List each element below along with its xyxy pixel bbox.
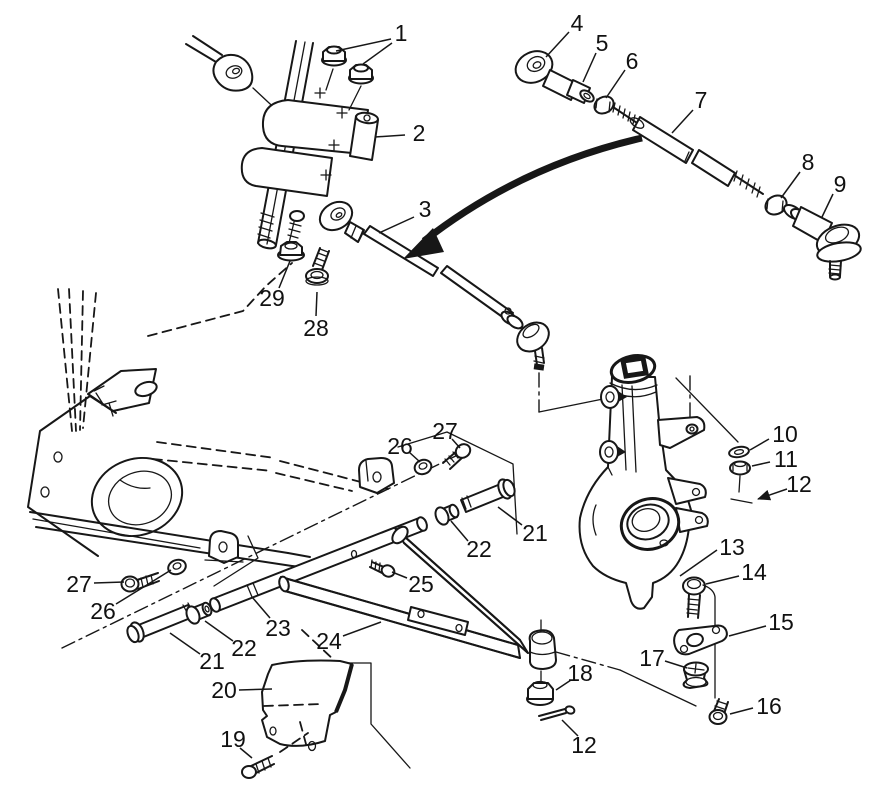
callout-leader-24 (342, 621, 382, 637)
callout-label-18-17: 18 (567, 660, 593, 686)
callout-label-26-26: 26 (90, 598, 116, 624)
callout-label-21-21: 21 (199, 648, 225, 674)
callout-label-11-10: 11 (774, 446, 798, 472)
steering-knuckle (578, 353, 739, 610)
outer-tie-rod-parts (514, 50, 862, 281)
callout-leader-12 (561, 719, 579, 737)
callout-label-19-19: 19 (220, 726, 246, 752)
callout-leader-13 (679, 549, 718, 577)
callout-label-22-22: 22 (231, 635, 257, 661)
steering-column (185, 35, 314, 250)
callout-leader-6 (605, 69, 626, 99)
callout-leader-27 (451, 438, 461, 449)
callout-label-1-0: 1 (395, 20, 408, 46)
callout-leader-3 (378, 216, 415, 234)
callout-leader-11 (751, 461, 771, 467)
callout-leader-16 (729, 707, 754, 715)
callout-label-8-7: 8 (802, 149, 815, 175)
callout-leader-5 (582, 52, 597, 83)
callout-leader-22 (204, 620, 234, 642)
callout-leader-4 (545, 31, 570, 58)
callout-label-16-15: 16 (756, 693, 782, 719)
callout-leader-20 (238, 688, 273, 691)
callout-leader-8 (780, 171, 801, 199)
callout-leader-29 (278, 260, 291, 289)
callout-leader-12 (757, 488, 788, 501)
callout-leader-10 (749, 438, 770, 451)
callout-label-13-12: 13 (719, 534, 745, 560)
callout-leader-26 (408, 451, 421, 463)
callout-leader-15 (728, 625, 767, 637)
callout-leader-21 (497, 506, 523, 526)
callout-label-15-14: 15 (768, 609, 794, 635)
a-arm-assembly (61, 431, 576, 721)
knuckle-fasteners (555, 445, 753, 725)
callout-label-28-32: 28 (303, 315, 329, 341)
callout-leader-1 (362, 42, 393, 65)
callout-leader-23 (251, 596, 271, 619)
callout-leader-22 (450, 520, 469, 542)
callout-label-23-23: 23 (265, 615, 291, 641)
callout-label-14-13: 14 (741, 559, 767, 585)
callout-leader-18 (555, 679, 572, 691)
frame-section (27, 262, 389, 569)
callout-leader-25 (391, 571, 408, 579)
callout-label-24-24: 24 (316, 628, 342, 654)
callout-leader-2 (374, 134, 406, 138)
callout-label-12-18: 12 (571, 732, 597, 758)
callout-label-6-5: 6 (626, 48, 639, 74)
callout-label-12-11: 12 (786, 471, 812, 497)
callout-label-10-9: 10 (772, 421, 798, 447)
callout-leader-17 (664, 660, 688, 669)
callout-label-4-3: 4 (571, 10, 584, 36)
callout-leader-21 (169, 632, 201, 655)
callout-label-27-31: 27 (432, 418, 458, 444)
callout-leader-7 (671, 109, 694, 134)
callout-leader-19 (239, 747, 253, 759)
bolt-29 (277, 210, 305, 262)
bolt-28 (305, 247, 330, 286)
callout-label-17-16: 17 (639, 645, 665, 671)
callout-leader-9 (821, 193, 834, 218)
callout-leader-27 (93, 581, 125, 584)
callout-label-2-1: 2 (413, 120, 426, 146)
callout-leader-28 (315, 291, 318, 317)
callout-label-20-20: 20 (211, 677, 237, 703)
callout-label-9-8: 9 (834, 171, 847, 197)
callout-label-3-2: 3 (419, 196, 432, 222)
callout-leader-14 (705, 575, 740, 585)
callout-leader-1 (335, 38, 392, 52)
callout-label-27-27: 27 (66, 571, 92, 597)
a-arm-guard (241, 629, 411, 779)
callout-label-5-4: 5 (596, 30, 609, 56)
callout-label-25-25: 25 (408, 571, 434, 597)
callout-label-29-33: 29 (259, 285, 285, 311)
callout-label-21-28: 21 (522, 520, 548, 546)
callout-leader-26 (115, 569, 172, 605)
inner-tie-rod (318, 200, 604, 413)
callout-label-22-29: 22 (466, 536, 492, 562)
callout-label-26-30: 26 (387, 433, 413, 459)
direction-arrow (403, 134, 643, 259)
callout-label-7-6: 7 (695, 87, 708, 113)
steering-clamp-block (240, 68, 379, 197)
